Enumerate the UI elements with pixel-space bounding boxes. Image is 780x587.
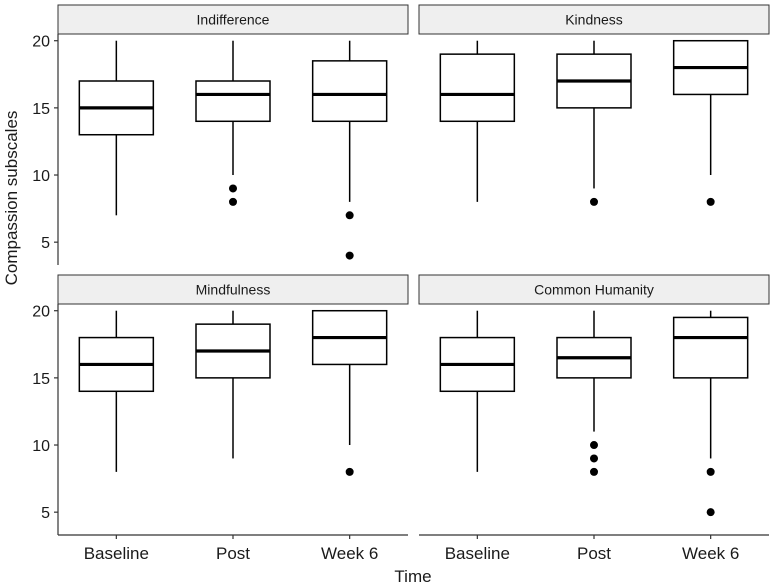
x-tick-label: Post [577,544,611,563]
facet-title: Common Humanity [534,282,654,298]
y-tick-label: 20 [32,34,50,51]
x-tick-label: Baseline [445,544,510,563]
outlier-point [706,508,715,517]
facet-title: Mindfulness [196,282,271,298]
y-tick-label: 5 [41,505,50,522]
x-tick-label: Week 6 [682,544,739,563]
outlier-point [590,197,598,206]
facet-strip [418,274,770,305]
facet-strip [57,274,409,305]
y-tick-label: 15 [32,371,50,388]
y-tick-label: 20 [32,304,50,321]
y-tick-label: 15 [32,101,50,118]
x-tick-label: Post [216,544,250,563]
outlier-point [706,467,715,476]
outlier-point [229,184,237,193]
outlier-point [706,197,715,206]
outlier-point [229,197,237,206]
outlier-point [345,251,354,260]
facet-strip [57,4,409,35]
y-tick-label: 10 [32,438,50,455]
y-axis-title: Compassion subscales [2,111,21,286]
outlier-point [345,467,354,476]
facet-strip [418,4,770,35]
facet-title: Indifference [197,12,270,28]
outlier-point [590,441,598,450]
outlier-point [345,211,354,220]
box-iqr [311,60,388,123]
box-iqr [672,316,749,379]
y-tick-label: 5 [41,235,50,252]
outlier-point [590,467,598,476]
facet-title: Kindness [565,12,623,28]
box-iqr [195,80,271,123]
outlier-point [590,454,598,463]
x-tick-label: Baseline [84,544,149,563]
x-axis-title: Time [394,567,431,586]
x-tick-label: Week 6 [321,544,378,563]
y-tick-label: 10 [32,168,50,185]
box-iqr [439,53,516,123]
